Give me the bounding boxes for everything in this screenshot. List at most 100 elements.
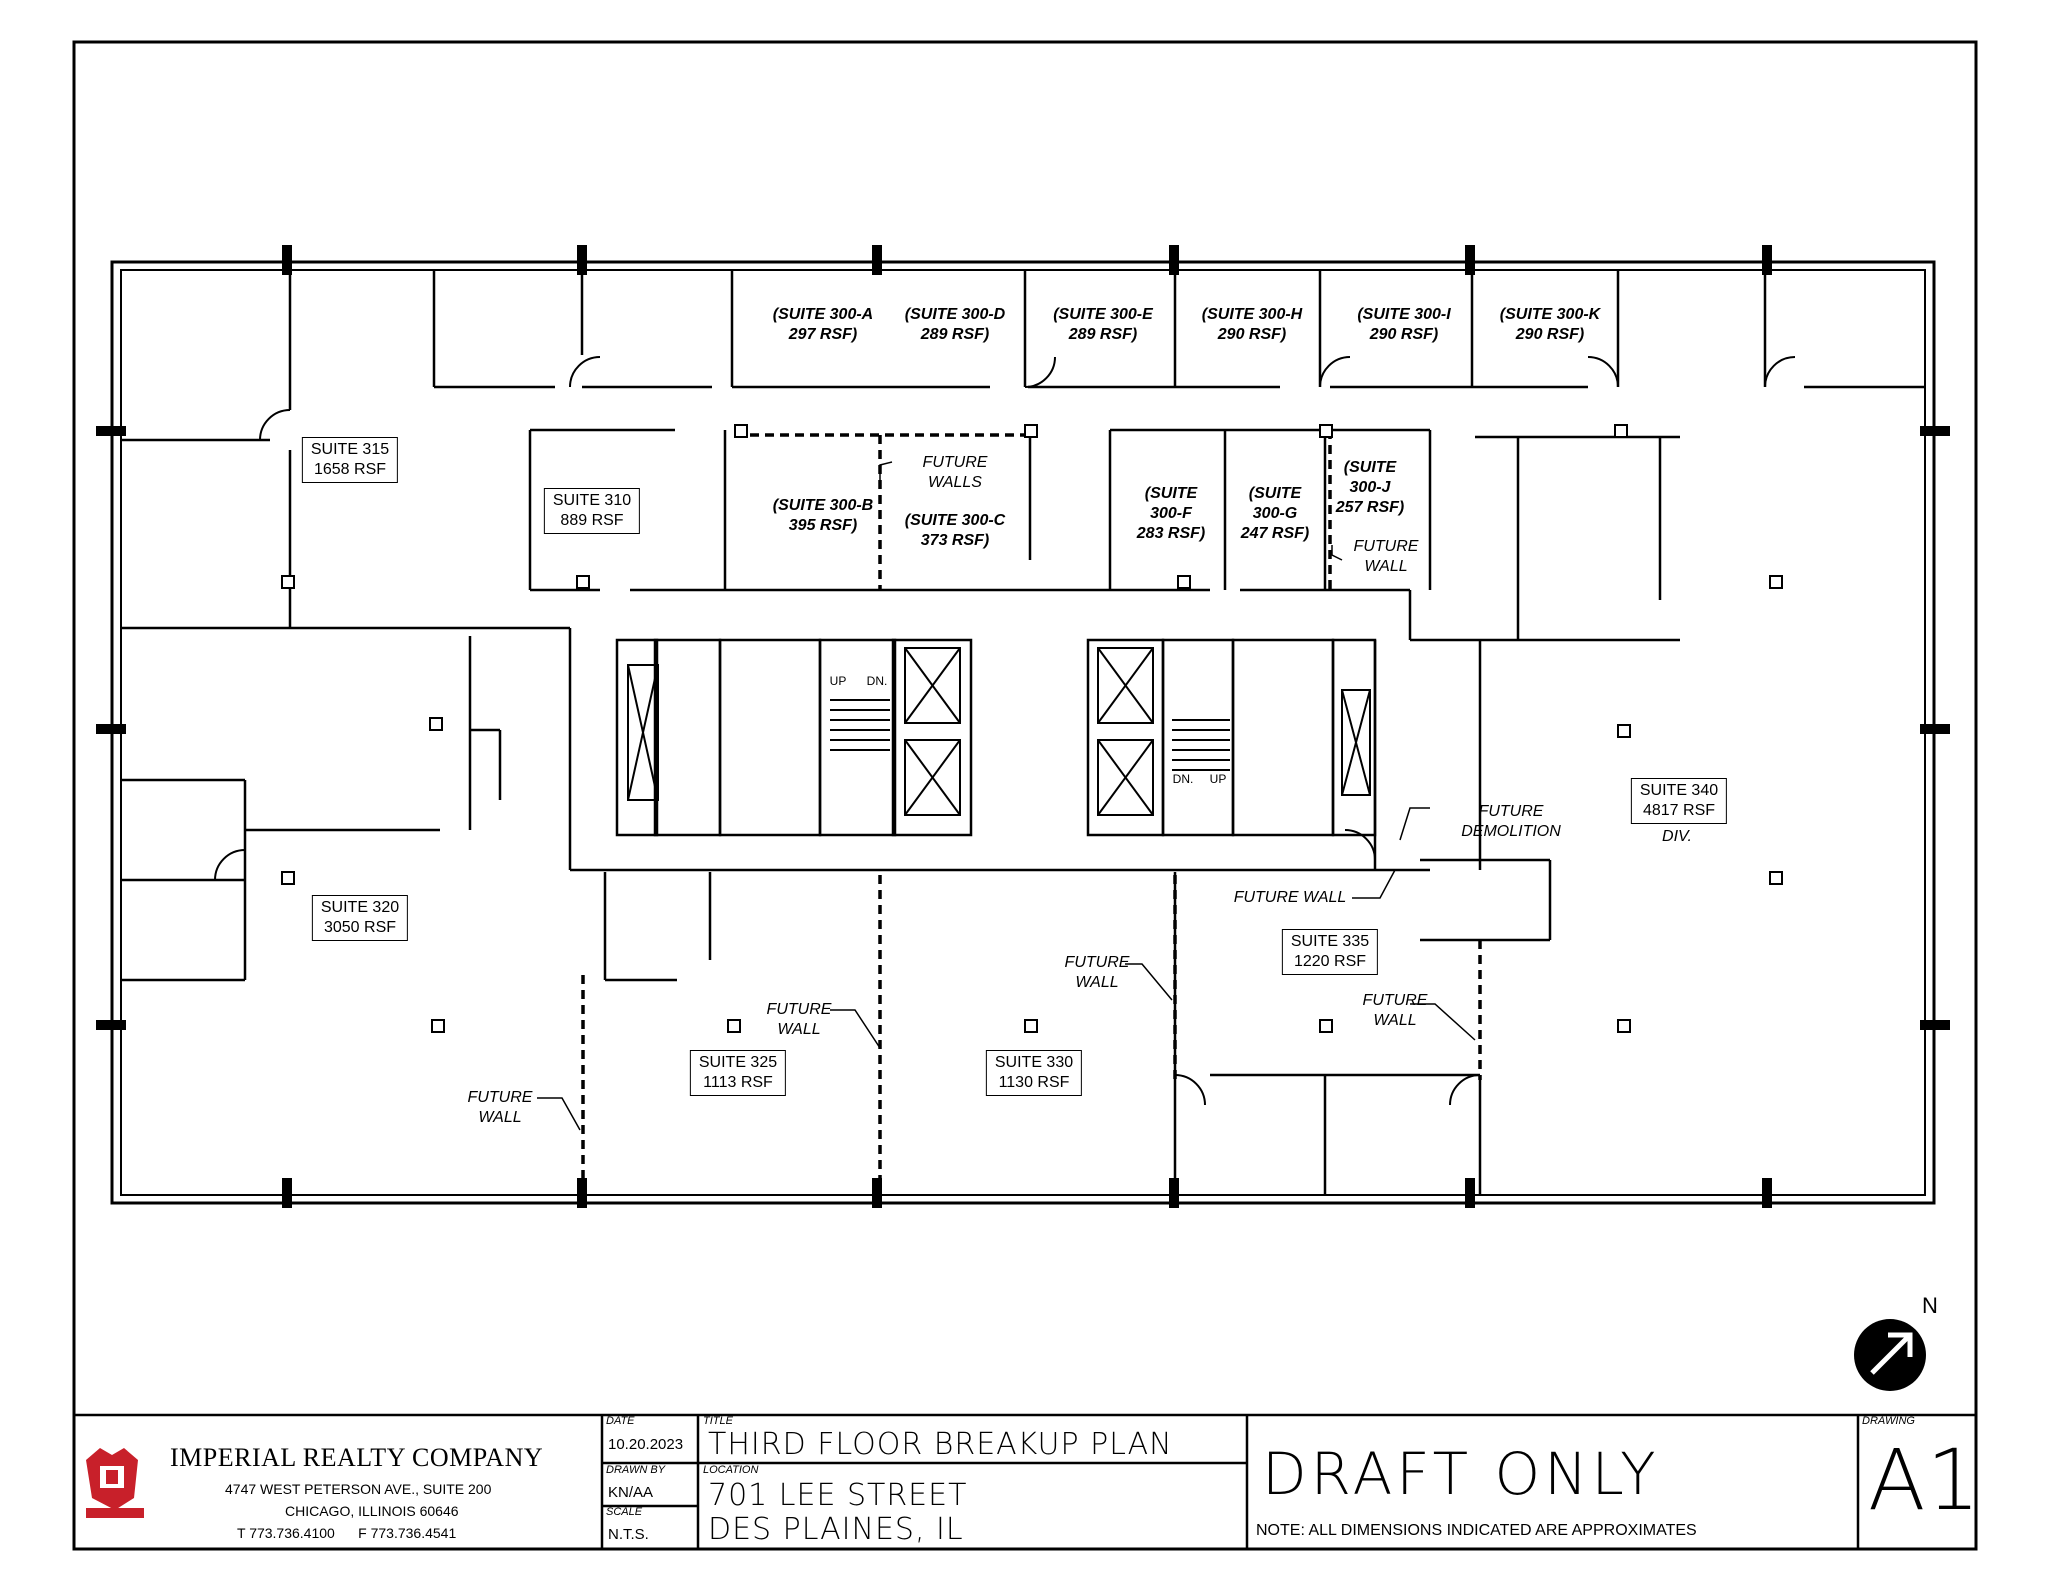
suite-310-label: SUITE 310 889 RSF bbox=[543, 488, 641, 534]
note-future-wall-320: FUTURE WALL bbox=[468, 1088, 533, 1128]
suite-300-d-label: (SUITE 300-D 289 RSF) bbox=[905, 305, 1005, 345]
stair1-dn-label: DN. bbox=[866, 674, 888, 688]
note-line: FUTURE bbox=[1064, 954, 1130, 971]
interior-walls bbox=[121, 270, 1925, 1195]
label-line: (SUITE 300-D bbox=[904, 306, 1006, 323]
interior-columns bbox=[281, 424, 1783, 1033]
note-future-wall-335: FUTURE WALL bbox=[1234, 888, 1347, 908]
label-line: SUITE 320 bbox=[320, 899, 400, 916]
label-line: 289 RSF) bbox=[1068, 326, 1138, 343]
note-line: FUTURE bbox=[922, 454, 988, 471]
note-line: WALLS bbox=[928, 474, 982, 491]
label-line: 300-F bbox=[1150, 505, 1192, 522]
dimensions-note: NOTE: ALL DIMENSIONS INDICATED ARE APPRO… bbox=[1256, 1522, 1697, 1539]
company-phone: T 773.736.4100 F 773.736.4541 bbox=[237, 1525, 457, 1541]
note-line: DIV. bbox=[1662, 828, 1692, 845]
note-future-wall-330: FUTURE WALL bbox=[1065, 953, 1130, 993]
note-line: WALL bbox=[777, 1021, 821, 1038]
label-line: (SUITE 300-C bbox=[904, 512, 1006, 529]
note-future-wall-j: FUTURE WALL bbox=[1354, 537, 1419, 577]
label-line: SUITE 325 bbox=[698, 1054, 778, 1071]
label-line: (SUITE 300-I bbox=[1357, 306, 1451, 323]
note-future-wall-325: FUTURE WALL bbox=[767, 1000, 832, 1040]
company-address-line2: CHICAGO, ILLINOIS 60646 bbox=[285, 1503, 459, 1519]
draft-stamp: DRAFT ONLY bbox=[1262, 1440, 1660, 1508]
location-label: LOCATION bbox=[703, 1464, 759, 1476]
note-line: FUTURE bbox=[1353, 538, 1419, 555]
label-line: SUITE 310 bbox=[552, 492, 632, 509]
stair2-up-label: UP bbox=[1209, 772, 1227, 786]
note-div: DIV. bbox=[1662, 827, 1692, 847]
note-line: FUTURE bbox=[1362, 992, 1428, 1009]
location-line1: 701 LEE STREET bbox=[708, 1478, 968, 1513]
label-line: (SUITE 300-A bbox=[772, 306, 874, 323]
suite-300-j-label: (SUITE 300-J 257 RSF) bbox=[1336, 458, 1404, 518]
company-name: IMPERIAL REALTY COMPANY bbox=[170, 1443, 544, 1472]
drawing-title: THIRD FLOOR BREAKUP PLAN bbox=[708, 1427, 1173, 1462]
scale-label: SCALE bbox=[606, 1506, 643, 1518]
label-line: 889 RSF bbox=[560, 512, 624, 529]
label-line: (SUITE bbox=[1248, 485, 1302, 502]
stairs bbox=[830, 699, 1230, 771]
leader-lines bbox=[537, 461, 1476, 1131]
note-line: WALL bbox=[1364, 558, 1408, 575]
label-line: 290 RSF) bbox=[1515, 326, 1585, 343]
note-line: FUTURE bbox=[766, 1001, 832, 1018]
drawing-label: DRAWING bbox=[1862, 1415, 1915, 1427]
label-line: (SUITE 300-E bbox=[1053, 306, 1153, 323]
future-walls bbox=[581, 430, 1482, 1195]
suite-300-e-label: (SUITE 300-E 289 RSF) bbox=[1053, 305, 1153, 345]
label-line: 1658 RSF bbox=[313, 461, 387, 478]
note-line: FUTURE WALL bbox=[1233, 889, 1347, 906]
date-label: DATE bbox=[606, 1415, 635, 1427]
suite-300-g-label: (SUITE 300-G 247 RSF) bbox=[1241, 484, 1309, 544]
label-line: (SUITE 300-B bbox=[772, 497, 874, 514]
note-future-walls: FUTURE WALLS bbox=[923, 453, 988, 493]
label-line: 1130 RSF bbox=[998, 1074, 1070, 1091]
title-label: TITLE bbox=[703, 1415, 733, 1427]
label-line: (SUITE bbox=[1343, 459, 1397, 476]
north-arrow-icon bbox=[1854, 1319, 1926, 1391]
label-line: (SUITE 300-K bbox=[1499, 306, 1601, 323]
label-line: 289 RSF) bbox=[920, 326, 990, 343]
label-line: SUITE 315 bbox=[310, 441, 390, 458]
label-line: 1113 RSF bbox=[703, 1074, 773, 1091]
note-line: WALL bbox=[1373, 1012, 1417, 1029]
label-line: SUITE 335 bbox=[1290, 933, 1370, 950]
label-line: 283 RSF) bbox=[1136, 525, 1206, 542]
title-block-frame bbox=[74, 1413, 1976, 1549]
note-line: WALL bbox=[1075, 974, 1119, 991]
drawn-by-label: DRAWN BY bbox=[606, 1464, 666, 1476]
label-line: 4817 RSF bbox=[1642, 802, 1716, 819]
label-line: 257 RSF) bbox=[1335, 499, 1405, 516]
drawn-by-value: KN/AA bbox=[608, 1484, 654, 1501]
note-line: FUTURE bbox=[467, 1089, 533, 1106]
location-line2: DES PLAINES, IL bbox=[708, 1512, 964, 1547]
date-value: 10.20.2023 bbox=[608, 1436, 684, 1453]
label-line: 290 RSF) bbox=[1369, 326, 1439, 343]
door-swings bbox=[214, 356, 1796, 1106]
label-line: 300-J bbox=[1349, 479, 1391, 496]
scale-value: N.T.S. bbox=[608, 1526, 649, 1543]
label-line: 300-G bbox=[1252, 505, 1298, 522]
suite-300-k-label: (SUITE 300-K 290 RSF) bbox=[1500, 305, 1600, 345]
note-future-wall-335b: FUTURE WALL bbox=[1363, 991, 1428, 1031]
north-label: N bbox=[1922, 1293, 1938, 1318]
note-line: WALL bbox=[478, 1109, 522, 1126]
suite-300-i-label: (SUITE 300-I 290 RSF) bbox=[1357, 305, 1450, 345]
suite-300-a-label: (SUITE 300-A 297 RSF) bbox=[773, 305, 873, 345]
label-line: 297 RSF) bbox=[788, 326, 858, 343]
note-line: DEMOLITION bbox=[1461, 823, 1561, 840]
company-address-line1: 4747 WEST PETERSON AVE., SUITE 200 bbox=[225, 1481, 492, 1497]
label-line: 247 RSF) bbox=[1240, 525, 1310, 542]
